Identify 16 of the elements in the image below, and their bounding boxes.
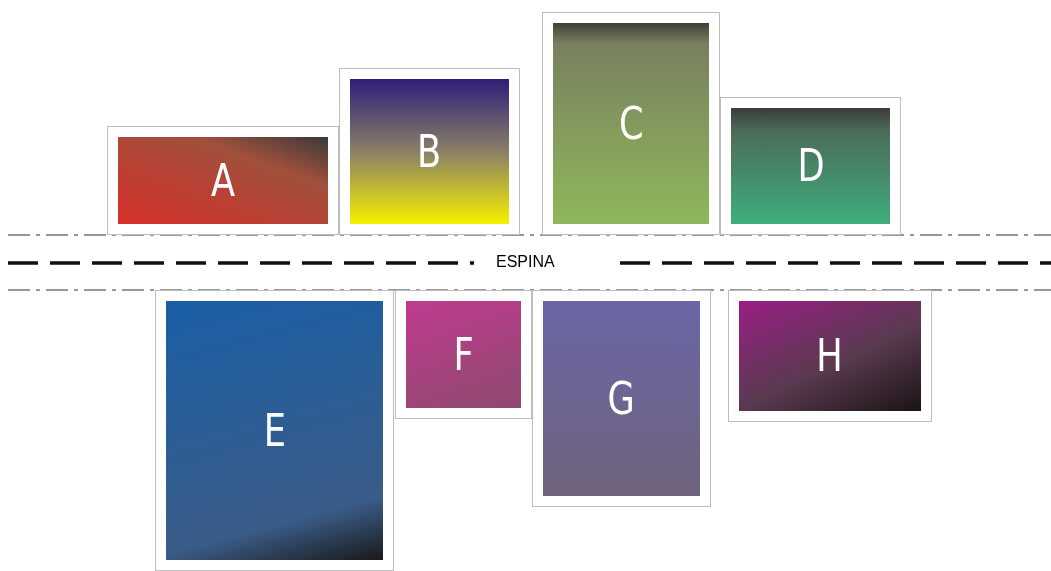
framed-panel — [542, 12, 720, 235]
panel-letter: A — [210, 158, 236, 203]
framed-panel — [728, 290, 932, 422]
panel-letter: D — [796, 144, 825, 188]
framed-panel — [155, 290, 394, 571]
framed-panel — [339, 68, 520, 235]
framed-panel — [107, 126, 339, 235]
framed-panel — [532, 290, 711, 507]
panel-letter: C — [618, 101, 644, 146]
panel-letter: B — [417, 129, 442, 174]
framed-panel — [720, 97, 901, 235]
panel-letter: E — [263, 408, 286, 453]
framed-panel — [395, 290, 532, 419]
panel-letter: H — [816, 334, 844, 378]
panel-letter: F — [453, 332, 474, 377]
panel-letter: G — [607, 376, 636, 421]
